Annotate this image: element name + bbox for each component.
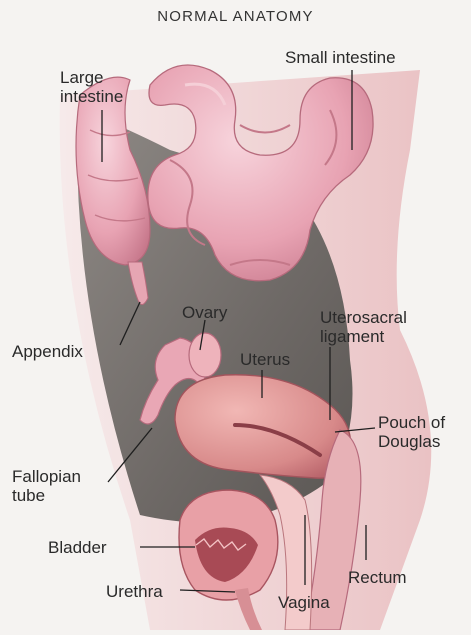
ovary xyxy=(189,333,221,377)
label-pouch-of-douglas: Pouch of Douglas xyxy=(378,413,445,451)
label-rectum: Rectum xyxy=(348,568,407,587)
label-small-intestine: Small intestine xyxy=(285,48,396,67)
label-fallopian-tube: Fallopian tube xyxy=(12,467,81,505)
label-appendix: Appendix xyxy=(12,342,83,361)
label-vagina: Vagina xyxy=(278,593,330,612)
label-uterosacral-ligament: Uterosacral ligament xyxy=(320,308,407,346)
diagram-title: NORMAL ANATOMY xyxy=(0,8,471,25)
label-bladder: Bladder xyxy=(48,538,107,557)
label-ovary: Ovary xyxy=(182,303,227,322)
label-urethra: Urethra xyxy=(106,582,163,601)
label-large-intestine: Large intestine xyxy=(60,68,123,106)
label-uterus: Uterus xyxy=(240,350,290,369)
